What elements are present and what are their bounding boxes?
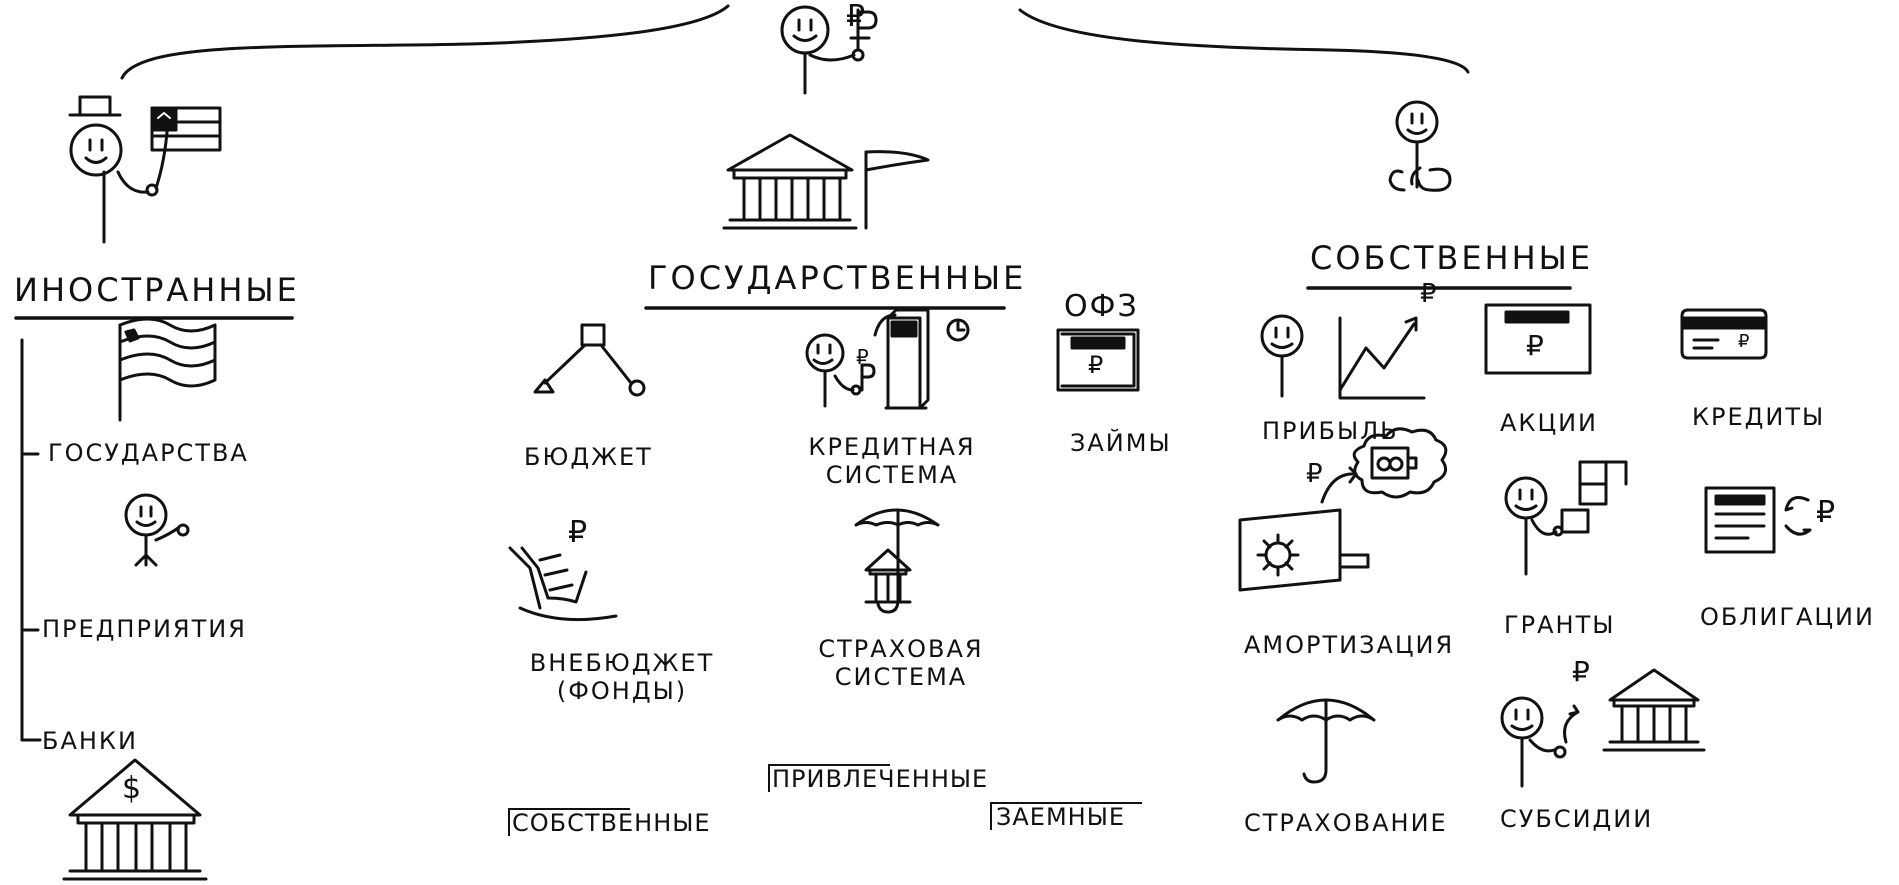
credit-system-line1: КРЕДИТНАЯ xyxy=(808,433,976,461)
flag-icon xyxy=(150,106,222,152)
credit-system-icon xyxy=(805,308,970,410)
own-item-credits: КРЕДИТЫ xyxy=(1692,403,1826,431)
own-item-subsidies: СУБСИДИИ xyxy=(1500,805,1654,833)
top-ruble-symbol: ₽ xyxy=(846,0,866,34)
bonds-ruble: ₽ xyxy=(1816,495,1836,530)
pennant-icon xyxy=(864,150,930,230)
credit-system-ruble: ₽ xyxy=(856,345,869,369)
foreign-section-title: ИНОСТРАННЫЕ xyxy=(14,271,300,309)
grants-person-icon xyxy=(1504,460,1628,576)
bank-dollar-symbol: $ xyxy=(122,771,142,806)
type-attracted: ПРИВЛЕЧЕННЫЕ xyxy=(772,765,989,793)
type-borrowed-corner xyxy=(990,802,1142,830)
bank-icon xyxy=(62,758,208,881)
state-item-extra-budget: ВНЕБЮДЖЕТ (ФОНДЫ) xyxy=(514,649,730,705)
insurance-umbrella-icon xyxy=(1276,698,1376,784)
foreign-item-enterprises: ПРЕДПРИЯТИЯ xyxy=(42,615,247,643)
rocking-chair-icon xyxy=(508,546,618,622)
top-person-icon xyxy=(780,5,878,95)
waving-flag-icon xyxy=(118,317,217,422)
credit-card-ruble: ₽ xyxy=(1738,331,1750,352)
type-own: СОБСТВЕННЫЕ xyxy=(512,809,711,837)
profit-chart-icon xyxy=(1260,314,1426,400)
type-own-corner xyxy=(508,808,630,836)
amortization-ruble: ₽ xyxy=(1306,459,1323,489)
insurance-system-line2: СИСТЕМА xyxy=(834,662,968,691)
own-item-shares: АКЦИИ xyxy=(1500,409,1598,437)
type-borrowed: ЗАЕМНЫЕ xyxy=(996,803,1126,831)
subsidies-ruble: ₽ xyxy=(1572,655,1590,688)
ofz-ruble: ₽ xyxy=(1088,351,1104,379)
state-item-credit-system: КРЕДИТНАЯ СИСТЕМА xyxy=(792,433,992,489)
state-item-loans: ЗАЙМЫ xyxy=(1070,429,1172,457)
type-attracted-corner xyxy=(768,764,890,792)
profit-ruble: ₽ xyxy=(1420,279,1437,309)
entrepreneur-icon xyxy=(124,493,190,567)
top-brace-right xyxy=(1018,8,1470,74)
own-item-bonds: ОБЛИГАЦИИ xyxy=(1700,603,1875,631)
subsidies-person-bank-icon xyxy=(1500,668,1706,788)
state-item-budget: БЮДЖЕТ xyxy=(524,443,653,471)
insurance-system-line1: СТРАХОВАЯ xyxy=(818,635,984,663)
own-item-grants: ГРАНТЫ xyxy=(1504,611,1616,639)
ofz-bond-icon xyxy=(1056,328,1140,392)
own-item-insurance: СТРАХОВАНИЕ xyxy=(1244,809,1448,837)
owner-person-icon xyxy=(1388,100,1452,192)
shares-ruble: ₽ xyxy=(1526,329,1544,362)
foreign-bracket xyxy=(20,338,42,742)
government-building-icon xyxy=(722,133,858,230)
foreign-item-banks: БАНКИ xyxy=(42,727,138,755)
insurance-umbrella-bank-icon xyxy=(854,508,940,614)
extra-budget-line2: (ФОНДЫ) xyxy=(556,676,688,705)
own-section-title: СОБСТВЕННЫЕ xyxy=(1310,239,1594,277)
extra-budget-line1: ВНЕБЮДЖЕТ xyxy=(529,649,715,677)
state-item-insurance-system: СТРАХОВАЯ СИСТЕМА xyxy=(806,635,996,691)
credit-system-line2: СИСТЕМА xyxy=(825,460,959,489)
foreign-item-states: ГОСУДАРСТВА xyxy=(48,439,249,467)
state-section-title: ГОСУДАРСТВЕННЫЕ xyxy=(648,259,1027,297)
ofz-caption: ОФЗ xyxy=(1064,289,1139,324)
bonds-document-icon xyxy=(1704,486,1812,554)
own-item-amortization: АМОРТИЗАЦИЯ xyxy=(1244,631,1455,659)
own-item-profit: ПРИБЫЛЬ xyxy=(1262,417,1399,445)
top-brace-left xyxy=(120,4,730,80)
credit-card-icon xyxy=(1680,308,1768,360)
extra-budget-ruble: ₽ xyxy=(568,515,588,550)
shares-certificate-icon xyxy=(1484,303,1592,375)
amortization-machine-icon xyxy=(1238,427,1448,592)
budget-icon xyxy=(533,323,646,397)
